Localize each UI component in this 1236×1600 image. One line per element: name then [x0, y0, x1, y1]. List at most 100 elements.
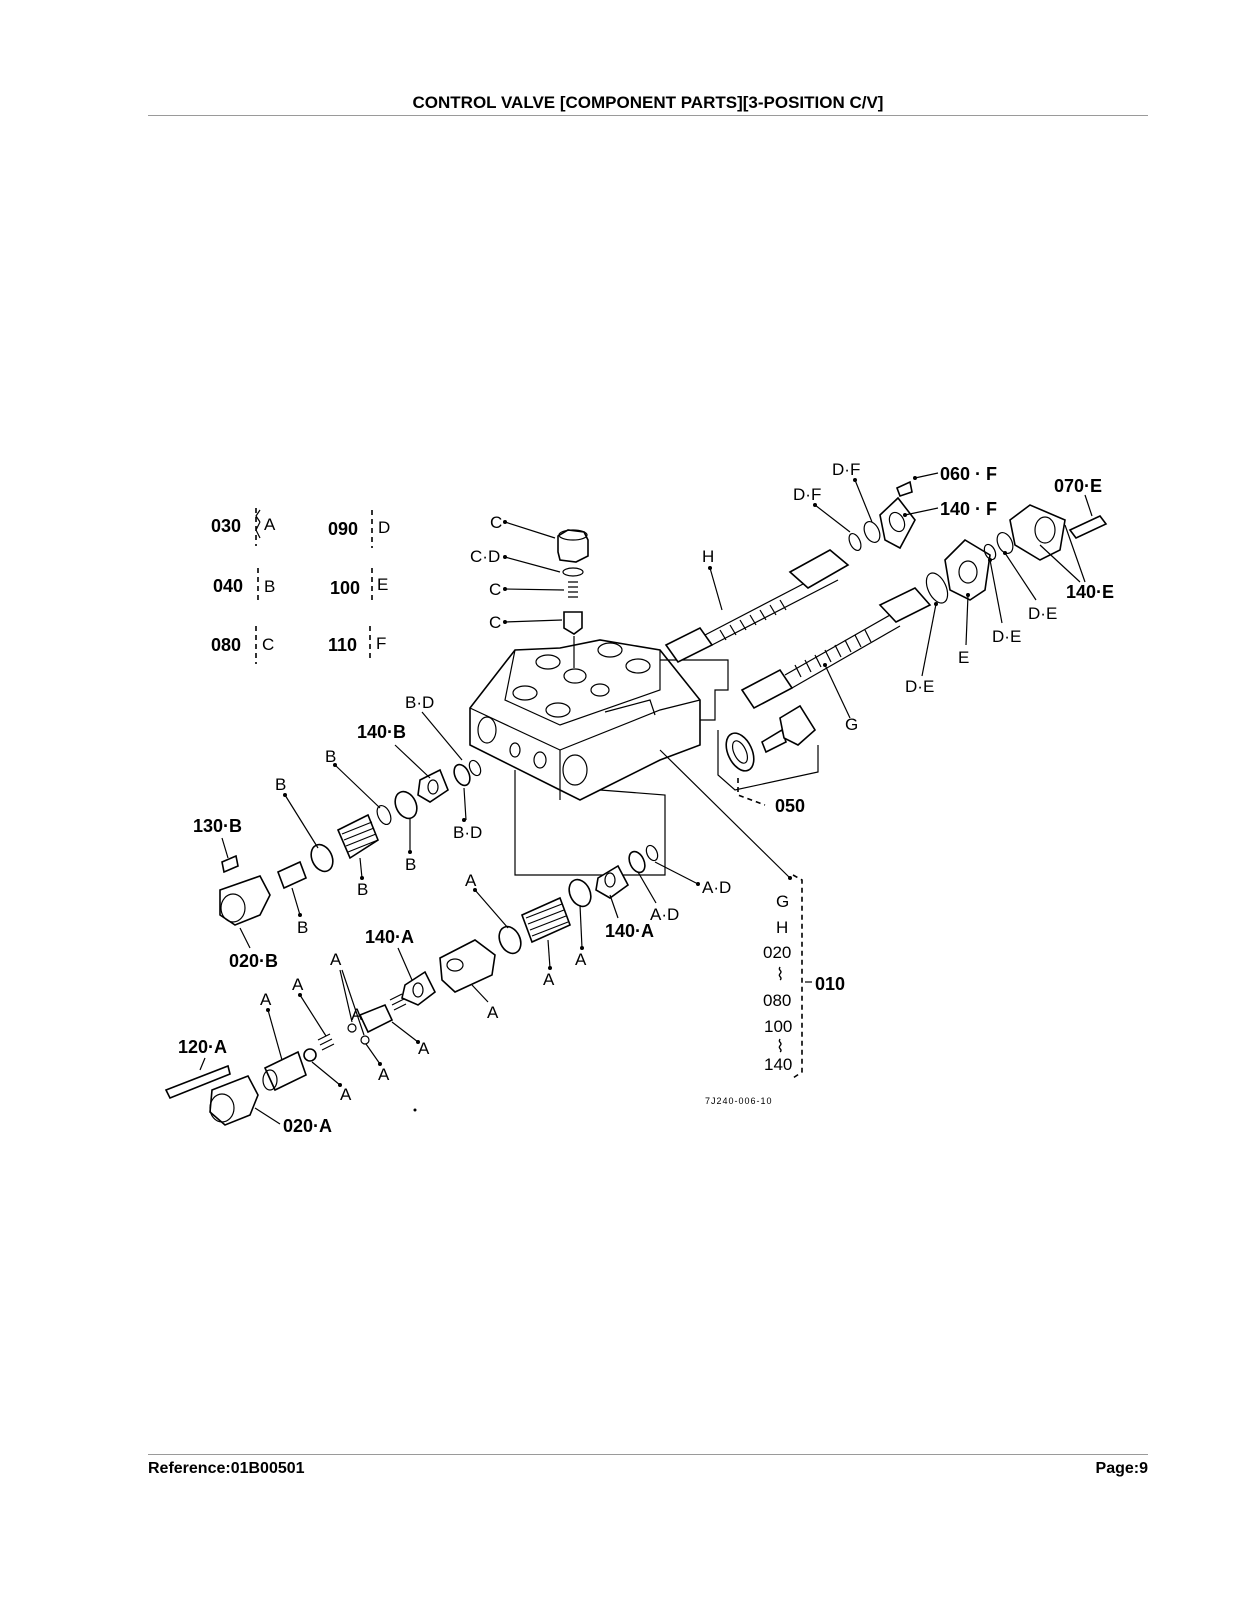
callout-020a: 020·A — [283, 1116, 332, 1136]
svg-text:⌇: ⌇ — [776, 1037, 784, 1056]
label-ad: A·D — [650, 905, 679, 924]
oring-de-large — [925, 572, 949, 604]
b-assembly — [219, 759, 482, 926]
label-b: B — [357, 880, 368, 899]
label-c: C — [489, 613, 501, 632]
svg-text:H: H — [776, 918, 788, 937]
label-a: A — [351, 1005, 363, 1024]
label-df: D·F — [832, 460, 860, 479]
label-de: D·E — [1028, 604, 1057, 623]
legend-110: 110 F — [328, 626, 386, 662]
footer-divider — [148, 1454, 1148, 1455]
label-cd: C·D — [470, 547, 500, 566]
svg-text:020: 020 — [763, 943, 791, 962]
legend-letter: E — [377, 575, 388, 594]
label-a: A — [292, 975, 304, 994]
label-a: A — [418, 1039, 430, 1058]
svg-text:100: 100 — [764, 1017, 792, 1036]
callout-140f: 140 · F — [940, 499, 997, 519]
legend-num: 090 — [328, 519, 358, 539]
svg-text:G: G — [776, 892, 789, 911]
label-ad: A·D — [702, 878, 731, 897]
figure-code: 7J240-006-10 — [705, 1096, 773, 1106]
callout-010: 010 — [815, 974, 845, 994]
svg-text:⌇: ⌇ — [776, 965, 784, 984]
legend-090: 090 D — [328, 510, 390, 548]
washer-df — [863, 521, 881, 543]
flange-e — [1009, 504, 1066, 561]
washer-de — [996, 532, 1014, 554]
label-a: A — [487, 1003, 499, 1022]
label-a: A — [378, 1065, 390, 1084]
valve-body — [469, 639, 701, 801]
label-e: E — [958, 648, 969, 667]
label-c: C — [490, 513, 502, 532]
legend-letter: F — [376, 634, 386, 653]
label-de: D·E — [905, 677, 934, 696]
plug-stack-c — [557, 529, 589, 668]
callout-120a: 120·A — [178, 1037, 227, 1057]
label-bd: B·D — [405, 693, 434, 712]
callout-140e: 140·E — [1066, 582, 1114, 602]
label-b: B — [297, 918, 308, 937]
set-list: G H 020 ⌇ 080 100 ⌇ 140 — [763, 892, 792, 1074]
flange-f — [879, 496, 916, 550]
legend-num: 030 — [211, 516, 241, 536]
label-a: A — [330, 950, 342, 969]
set-bracket — [792, 874, 803, 1079]
page-title: CONTROL VALVE [COMPONENT PARTS][3-POSITI… — [412, 93, 884, 112]
label-a: A — [340, 1085, 352, 1104]
body-bracket-top — [660, 659, 729, 721]
spool-g — [740, 587, 932, 710]
legend-040: 040 B — [213, 568, 275, 604]
legend-num: 040 — [213, 576, 243, 596]
callout-130b: 130·B — [193, 816, 242, 836]
cap-e — [944, 538, 991, 601]
page-number: Page:9 — [1095, 1460, 1148, 1477]
label-df: D·F — [793, 485, 821, 504]
bolt-070 — [1068, 515, 1108, 539]
label-a: A — [260, 990, 272, 1009]
legend-100: 100 E — [330, 568, 388, 604]
label-b: B — [405, 855, 416, 874]
label-g: G — [845, 715, 858, 734]
legend-num: 100 — [330, 578, 360, 598]
label-c: C — [489, 580, 501, 599]
svg-text:140: 140 — [764, 1055, 792, 1074]
oring-de — [983, 543, 997, 561]
bolt-060 — [895, 480, 913, 498]
body-bracket-050 — [717, 730, 819, 791]
callout-050: 050 — [775, 796, 805, 816]
a-assembly — [164, 844, 659, 1126]
reference-text: Reference:01B00501 — [148, 1460, 305, 1477]
legend-num: 080 — [211, 635, 241, 655]
callout-140a-left: 140·A — [365, 927, 414, 947]
callout-070: 070·E — [1054, 476, 1102, 496]
oring-df — [848, 532, 862, 552]
label-b: B — [275, 775, 286, 794]
legend-030: 030 A — [211, 508, 276, 546]
callout-060: 060 · F — [940, 464, 997, 484]
callout-140a-right: 140·A — [605, 921, 654, 941]
spool-h — [664, 549, 850, 664]
label-de: D·E — [992, 627, 1021, 646]
legend-letter: A — [264, 515, 276, 534]
legend-letter: C — [262, 635, 274, 654]
label-h: H — [702, 547, 714, 566]
legend-num: 110 — [328, 635, 357, 655]
label-a: A — [575, 950, 587, 969]
header-divider — [148, 115, 1148, 116]
legend-080: 080 C — [211, 626, 274, 664]
callout-140b: 140·B — [357, 722, 406, 742]
label-a: A — [543, 970, 555, 989]
label-a: A — [465, 871, 477, 890]
body-bracket-lower — [514, 770, 666, 876]
legend-letter: B — [264, 577, 275, 596]
part-050 — [725, 704, 817, 772]
label-b: B — [325, 747, 336, 766]
legend-letter: D — [378, 518, 390, 537]
svg-text:080: 080 — [763, 991, 791, 1010]
callout-020b: 020·B — [229, 951, 278, 971]
label-bd: B·D — [453, 823, 482, 842]
